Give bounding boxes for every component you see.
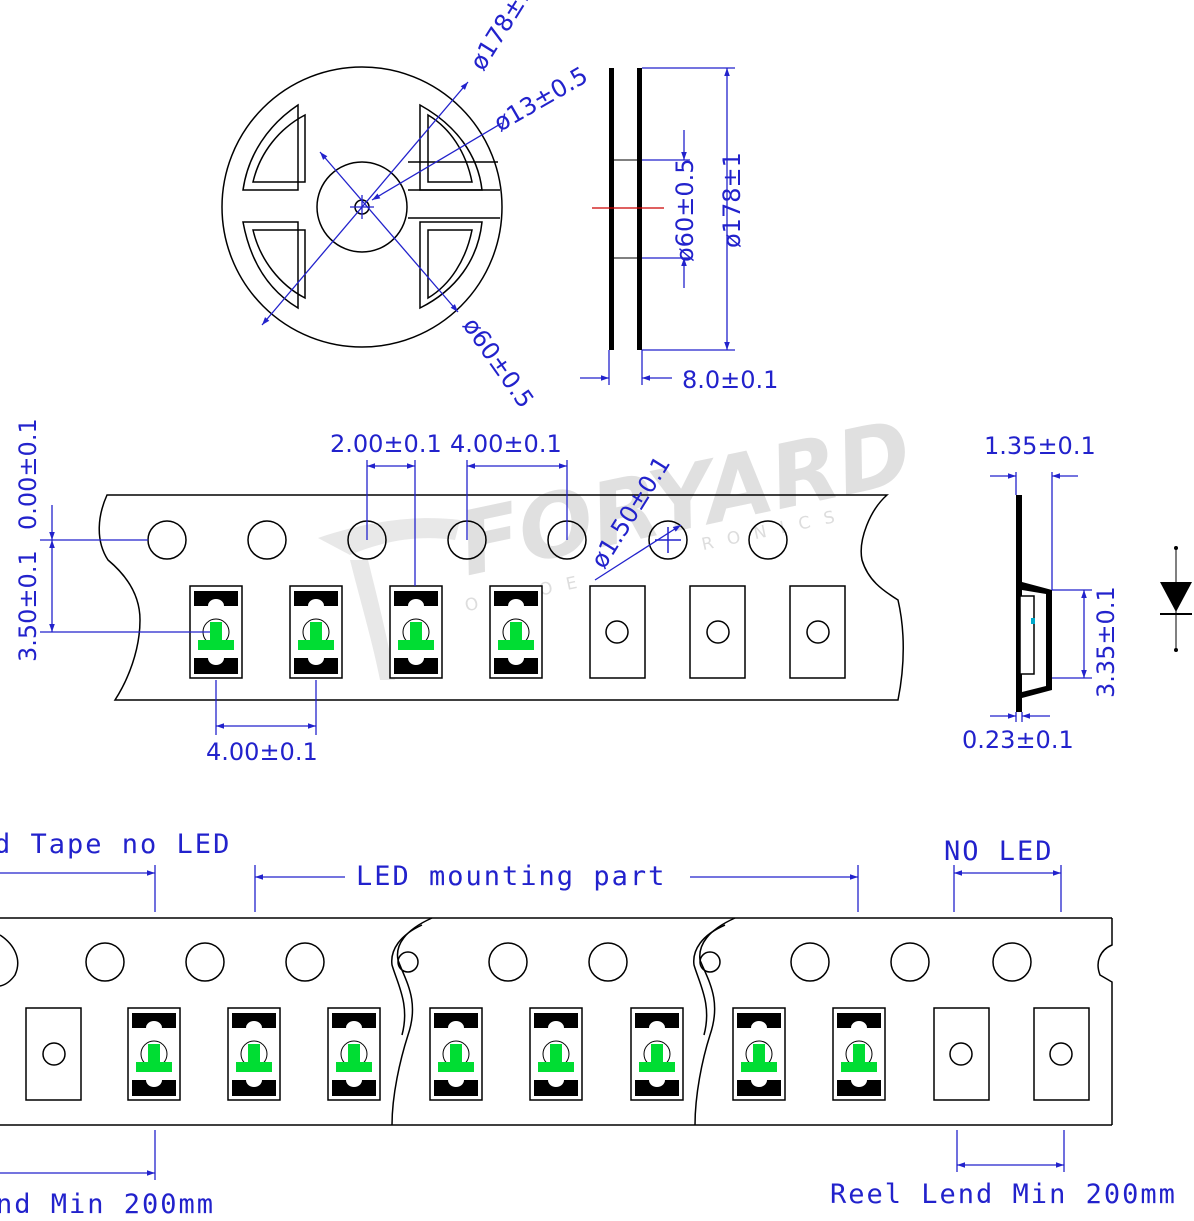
leader-tape-dims [0,865,1065,1180]
led-chip [189,585,243,679]
led-chip [630,1007,684,1101]
lend-left-label: nd Min 200mm [0,1189,215,1220]
side-inner-dia-label: ø60±0.5 [671,159,699,263]
reel-window-tr [419,103,483,191]
leader-tape-leds [127,1007,886,1101]
side-width-label: 8.0±0.1 [682,366,778,394]
lead-tape-label: d Tape no LED [0,829,231,860]
reel-window-br [419,221,483,310]
leader-tape [0,917,1113,1126]
reel-window-bl [242,221,299,310]
led-chip [732,1007,786,1101]
offset-x-label: 0.00±0.1 [14,418,42,530]
reel-front-dims [261,81,503,326]
reel-inner-dia-label: ø60±0.5 [457,312,539,413]
tape-detail-leds [189,585,543,679]
led-chip [832,1007,886,1101]
pocket-pitch-bottom-label: 4.00±0.1 [206,738,318,766]
no-led-label: NO LED [944,836,1054,867]
reel-hub-dia-label: ø13±0.5 [489,61,593,137]
reel-outer-circle [221,66,503,348]
tape-outline [98,494,904,701]
tape-detail-dims [40,460,682,735]
lend-right-label: Reel Lend Min 200mm [830,1179,1177,1210]
led-chip [127,1007,181,1101]
led-chip [227,1007,281,1101]
reel-window-tl [242,103,299,191]
led-mounting-label: LED mounting part [356,861,666,892]
led-chip [429,1007,483,1101]
led-chip [529,1007,583,1101]
reel-outer-dia-label: ø178±1 [464,0,539,75]
profile-height-label: 3.35±0.1 [1092,586,1120,698]
led-chip [327,1007,381,1101]
profile-top-label: 1.35±0.1 [984,432,1096,460]
profile-dims [990,472,1092,722]
led-chip [489,585,543,679]
diode-symbol-icon [1160,546,1192,652]
reel-side-flange-left [609,68,614,350]
offset-y-label: 3.50±0.1 [14,550,42,662]
reel-side-dims [580,67,735,385]
side-outer-dia-label: ø178±1 [718,152,746,248]
tape-profile [1016,495,1052,712]
reel-side-view [592,68,664,350]
led-chip [289,585,343,679]
reel-side-flange-right [637,68,642,350]
led-chip [389,585,443,679]
profile-thickness-label: 0.23±0.1 [962,726,1074,754]
pocket-pitch-top-label: 4.00±0.1 [450,430,562,458]
hole-pitch-label: 2.00±0.1 [330,430,442,458]
